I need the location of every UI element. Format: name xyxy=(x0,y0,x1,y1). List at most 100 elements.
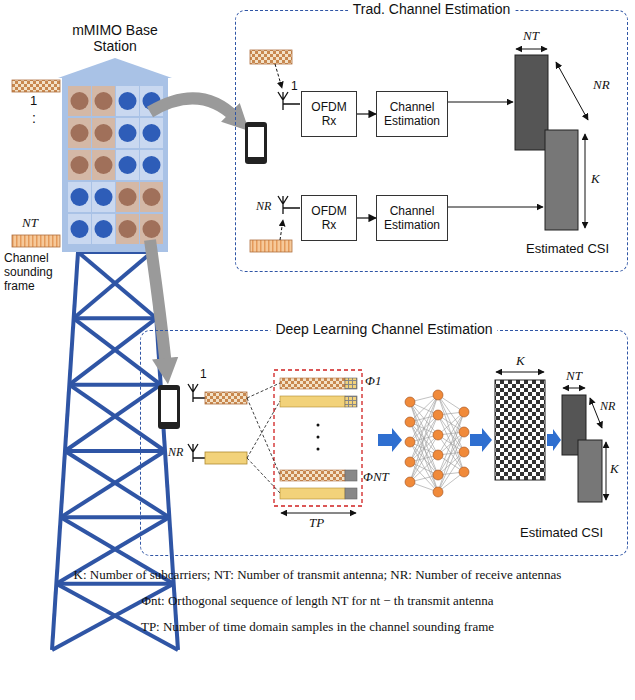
antenna-element xyxy=(71,124,89,142)
label-text: NR xyxy=(600,400,615,414)
antenna-element xyxy=(143,220,161,238)
nn-neuron xyxy=(405,397,415,407)
tower-brace xyxy=(69,383,160,387)
antenna-cell xyxy=(68,86,91,116)
antenna-cell xyxy=(140,214,163,244)
antenna-cell xyxy=(92,150,115,180)
antenna-cell xyxy=(140,182,163,212)
antenna-element xyxy=(71,92,89,110)
tower-brace xyxy=(78,252,156,318)
label-text: NR xyxy=(593,78,610,93)
antenna-element xyxy=(71,220,89,238)
antenna-cell xyxy=(92,214,115,244)
label-text: NT xyxy=(523,29,539,44)
antenna-cell xyxy=(68,214,91,244)
nn-neuron xyxy=(433,450,443,460)
antenna-cell xyxy=(116,118,139,148)
label-text: : xyxy=(32,110,36,126)
footnote-text: Φnt: Orthogonal sequence of length NT fo… xyxy=(0,594,635,609)
tower-brace xyxy=(74,252,152,318)
label-text: 1 xyxy=(200,368,207,382)
dashed-panel: Deep Learning Channel Estimation xyxy=(140,330,628,556)
antenna-element xyxy=(71,188,89,206)
antenna-cell xyxy=(116,182,139,212)
antenna-cell xyxy=(92,182,115,212)
nn-neuron xyxy=(405,477,415,487)
footnote-text: TP: Number of time domain samples in the… xyxy=(0,620,635,635)
nn-neuron xyxy=(459,467,469,477)
process-box: Channel Estimation xyxy=(376,195,448,241)
antenna-cell xyxy=(116,86,139,116)
label-text: Channel sounding frame xyxy=(4,252,66,293)
antenna-element xyxy=(119,92,137,110)
label-text: K xyxy=(591,172,600,187)
tower-brace xyxy=(56,582,173,586)
tower-brace xyxy=(61,515,170,519)
antenna-element xyxy=(119,156,137,174)
antenna-element xyxy=(119,188,137,206)
flow-arrow xyxy=(357,217,376,218)
label-text: ΦNT xyxy=(363,470,389,485)
process-box: OFDM Rx xyxy=(301,195,357,241)
antenna-element xyxy=(143,156,161,174)
antenna-cell xyxy=(140,118,163,148)
antenna-cell xyxy=(92,86,115,116)
nn-neuron xyxy=(433,390,443,400)
antenna-cell xyxy=(92,118,115,148)
label-text: mMIMO Base Station xyxy=(62,22,168,54)
flow-arrow xyxy=(357,113,376,114)
box-label: Channel Estimation xyxy=(379,204,445,233)
label-text: 1 xyxy=(291,80,298,94)
nn-neuron xyxy=(405,437,415,447)
label-text: NT xyxy=(22,216,38,231)
antenna-element xyxy=(95,92,113,110)
antenna-element xyxy=(143,124,161,142)
antenna-element xyxy=(143,188,161,206)
label-text: Φ1 xyxy=(365,374,381,389)
tower-brace xyxy=(69,385,165,451)
antenna-cell xyxy=(68,150,91,180)
process-box: Channel Estimation xyxy=(376,91,448,137)
antenna-cell xyxy=(140,150,163,180)
antenna-element xyxy=(119,124,137,142)
process-box: OFDM Rx xyxy=(301,91,357,137)
nn-link xyxy=(438,412,464,475)
tower-brace xyxy=(65,451,169,517)
tower-brace xyxy=(69,318,156,384)
box-label: OFDM Rx xyxy=(304,204,354,233)
label-text: NR xyxy=(256,200,271,214)
antenna-element xyxy=(119,220,137,238)
nn-neuron xyxy=(459,407,469,417)
nn-neuron xyxy=(433,410,443,420)
label-text: K xyxy=(610,462,619,477)
panel-heading: Deep Learning Channel Estimation xyxy=(270,321,497,337)
label-text: TP xyxy=(309,516,324,531)
tower-brace xyxy=(65,385,161,451)
antenna-element xyxy=(95,188,113,206)
tower-brace xyxy=(61,451,165,517)
antenna-element xyxy=(95,156,113,174)
label-text: Estimated CSI xyxy=(526,242,609,257)
antenna-element xyxy=(95,124,113,142)
antenna-element xyxy=(95,220,113,238)
box-label: OFDM Rx xyxy=(304,100,354,129)
tower-brace xyxy=(65,449,165,453)
nn-neuron xyxy=(433,430,443,440)
label-text: K xyxy=(516,354,525,369)
label-text: NR xyxy=(168,446,183,460)
nn-neuron xyxy=(433,470,443,480)
antenna-element xyxy=(71,156,89,174)
tower-brace xyxy=(74,318,161,384)
box-label: Channel Estimation xyxy=(379,100,445,129)
antenna-cell xyxy=(68,182,91,212)
footnote-text: K: Number of subcarriers; NT: Number of … xyxy=(0,568,635,583)
nn-neuron xyxy=(405,417,415,427)
antenna-cell xyxy=(116,214,139,244)
antenna-cell xyxy=(116,150,139,180)
panel-heading: Trad. Channel Estimation xyxy=(348,1,515,17)
tower-brace xyxy=(74,316,157,320)
antenna-cell xyxy=(68,118,91,148)
dashed-panel: Trad. Channel EstimationOFDM RxChannel E… xyxy=(235,10,628,272)
nn-link xyxy=(410,395,438,482)
label-text: 1 xyxy=(30,94,37,109)
